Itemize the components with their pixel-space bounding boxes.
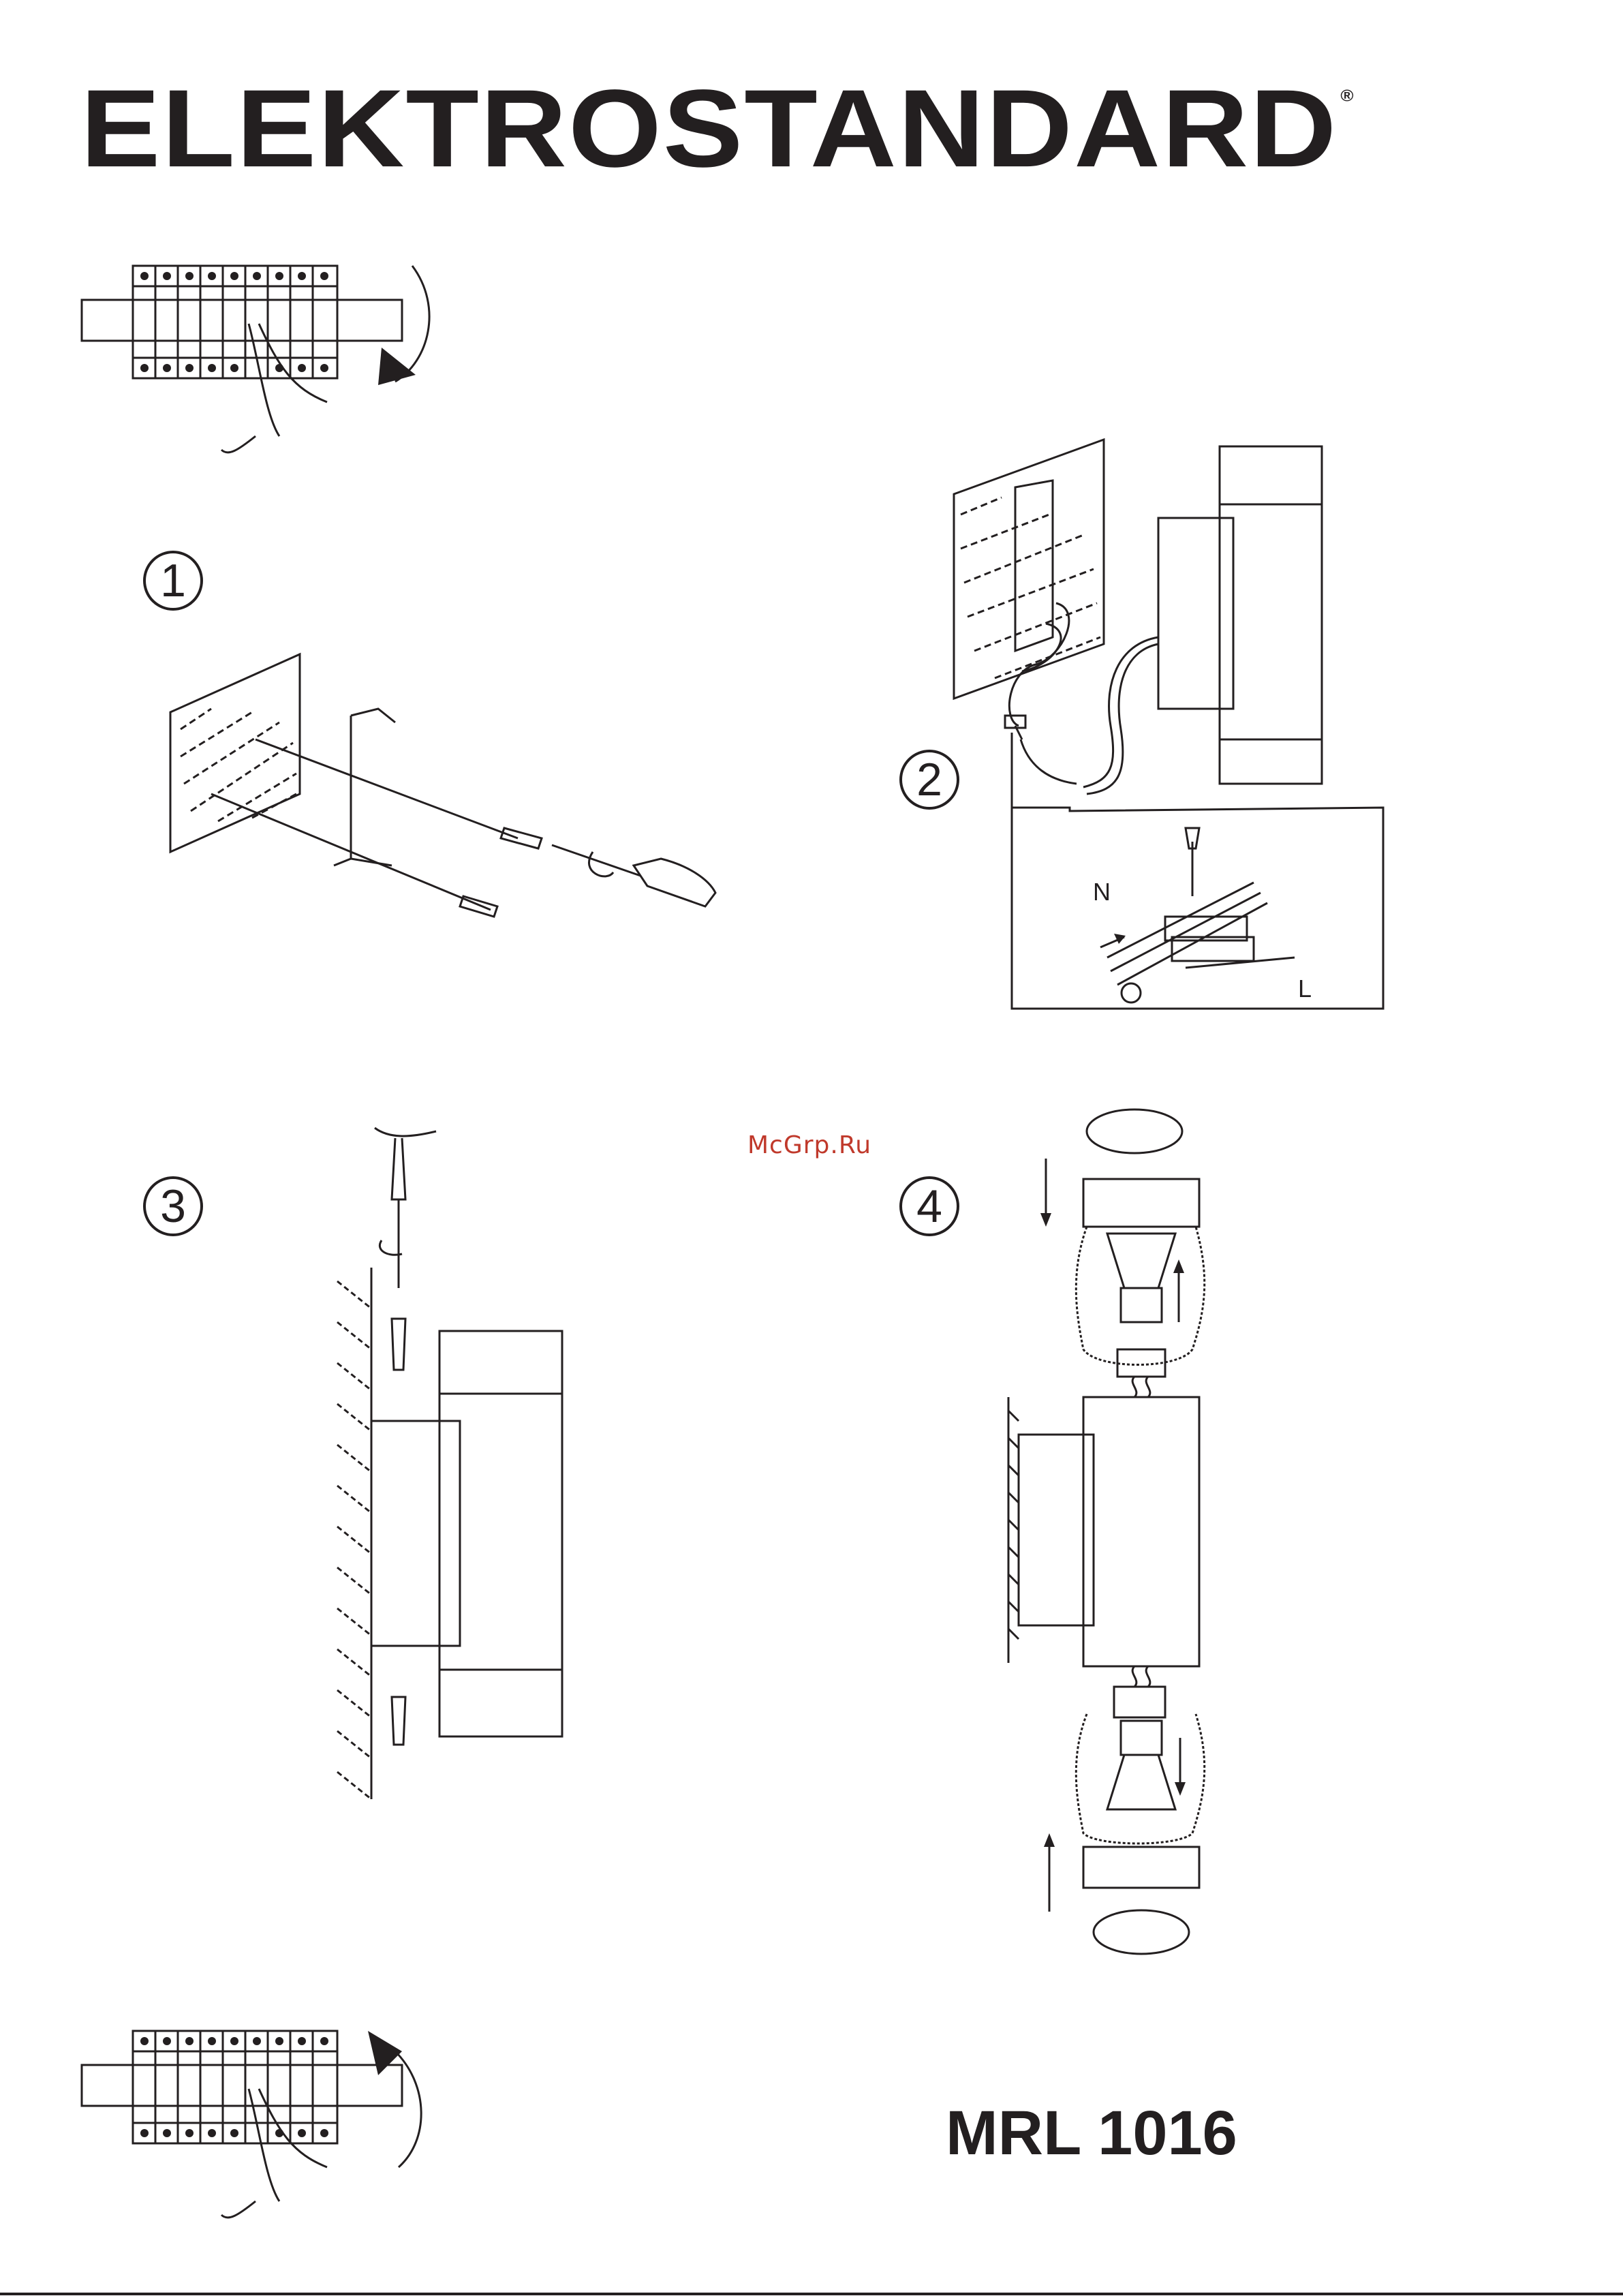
step-number-3: 3 xyxy=(143,1176,203,1236)
step-number-1: 1 xyxy=(143,551,203,611)
model-number: MRL 1016 xyxy=(946,2098,1237,2169)
live-wire-label: L xyxy=(1298,975,1312,1003)
neutral-wire-label: N xyxy=(1093,878,1111,906)
wall-bracket-mounting-illustration xyxy=(170,647,743,947)
step-number-4: 4 xyxy=(899,1176,959,1236)
watermark: McGrp.Ru xyxy=(747,1131,871,1159)
fixture-screw-fixing-illustration xyxy=(334,1124,572,1806)
breaker-panel-on-icon xyxy=(75,2024,429,2229)
lamp-replacement-illustration xyxy=(1002,1097,1233,1963)
registered-mark: ® xyxy=(1340,86,1355,105)
brand-name: ELEKTROSTANDARD xyxy=(80,67,1338,190)
breaker-panel-off-icon xyxy=(75,259,429,463)
wiring-connection-illustration xyxy=(947,440,1390,1012)
brand-logo: ELEKTROSTANDARD® xyxy=(80,74,1355,184)
footer-rule xyxy=(0,2293,1623,2295)
